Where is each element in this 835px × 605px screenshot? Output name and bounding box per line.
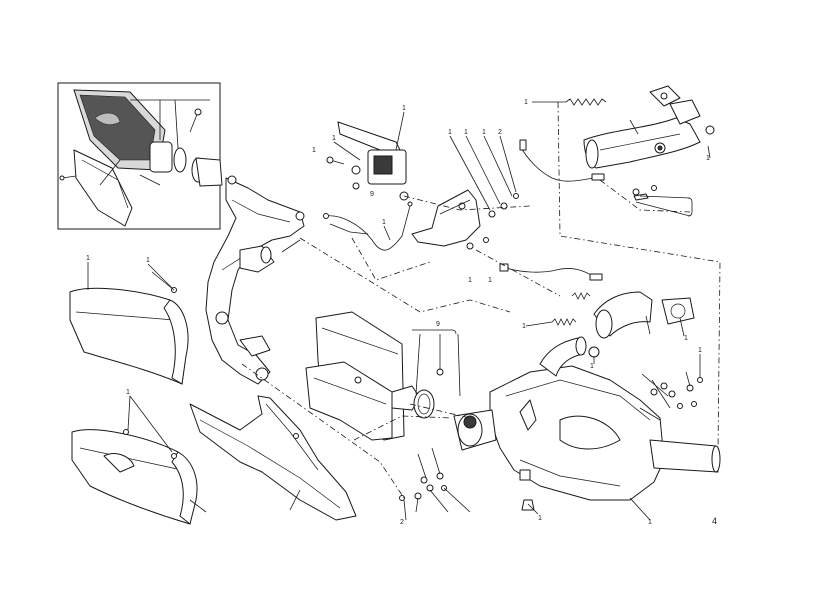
callout-number: 1 [468, 277, 472, 284]
callout-number: 1 [706, 155, 710, 162]
callout-number: 1 [698, 347, 702, 354]
callout-number: 1 [402, 105, 406, 112]
callout-number: 1 [448, 129, 452, 136]
callout-number: 1 [648, 519, 652, 526]
callout-number: 1 [482, 129, 486, 136]
lambda-sensor-lower [499, 263, 603, 281]
rear-subframe [205, 175, 305, 385]
exhaust-valve-servo [323, 121, 413, 251]
header-pipe-lower [551, 291, 695, 358]
inset-detail-view [57, 82, 223, 230]
callout-number: 1 [488, 277, 492, 284]
fastener-cluster-right [650, 377, 703, 409]
leader-lines [87, 101, 711, 521]
heat-shield-lower [71, 429, 198, 525]
callout-number: 1 [684, 335, 688, 342]
callout-number: 2 [400, 519, 404, 526]
main-silencer [453, 336, 721, 511]
fastener-cluster-bottom [399, 472, 447, 501]
callout-number: 9 [436, 321, 440, 328]
callout-number: 1 [464, 129, 468, 136]
assembly-centerlines [241, 101, 721, 499]
page-marker: 4 [712, 516, 717, 526]
heat-shield-upper [69, 287, 189, 385]
header-pipe-upper [565, 85, 715, 201]
callout-number: 1 [524, 99, 528, 106]
callout-number: 1 [312, 147, 316, 154]
center-silencer-body [305, 311, 435, 441]
callout-number: 2 [498, 129, 502, 136]
callout-number: 9 [370, 191, 374, 198]
callout-labels: 1 1 1 1 1 1 1 2 1 1 1 9 1 1 1 9 1 1 1 1 … [86, 99, 710, 526]
callout-number: 1 [86, 255, 90, 262]
servo-bracket [411, 189, 519, 250]
lambda-sensor-upper [519, 139, 605, 182]
callout-number: 1 [146, 257, 150, 264]
callout-number: 1 [332, 135, 336, 142]
callout-number: 1 [382, 219, 386, 226]
callout-number: 1 [522, 323, 526, 330]
lower-heat-guard [189, 395, 357, 521]
callout-number: 1 [590, 363, 594, 370]
callout-number: 1 [126, 389, 130, 396]
callout-number: 1 [538, 515, 542, 522]
